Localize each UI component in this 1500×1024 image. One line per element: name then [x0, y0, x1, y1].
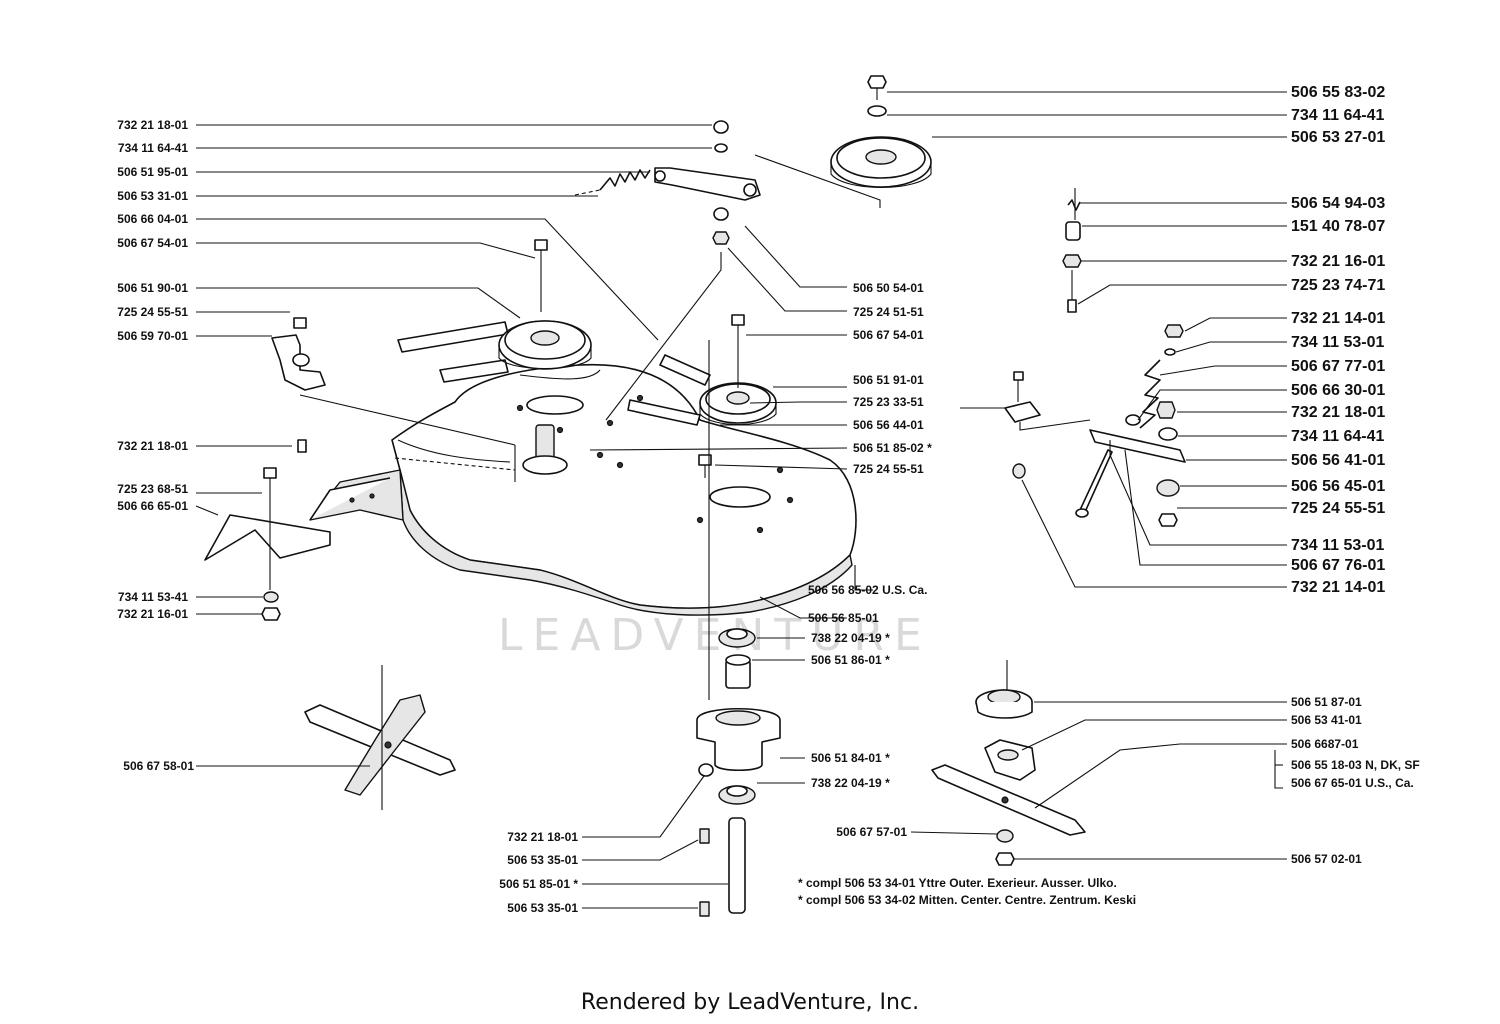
watermark-text: LEADVENTURE — [498, 610, 932, 661]
label-732-21-18-01-b: 732 21 18-01 — [117, 439, 188, 453]
label-506-67-77-01: 506 67 77-01 — [1291, 358, 1385, 375]
rendered-by-credit: Rendered by LeadVenture, Inc. — [580, 990, 920, 1015]
mower-deck — [309, 363, 857, 616]
label-506-67-54-01: 506 67 54-01 — [117, 236, 188, 250]
label-725-24-55-51-c: 725 24 55-51 — [1291, 500, 1385, 517]
label-732-21-16-01: 732 21 16-01 — [117, 607, 188, 621]
label-506-56-44-01: 506 56 44-01 — [853, 418, 924, 432]
label-725-23-68-51: 725 23 68-51 — [117, 482, 188, 496]
label-506-55-83-02: 506 55 83-02 — [1291, 84, 1385, 101]
label-506-51-90-01: 506 51 90-01 — [117, 281, 188, 295]
label-506-66-04-01: 506 66 04-01 — [117, 212, 188, 226]
label-506-51-85-02: 506 51 85-02 * — [853, 441, 932, 455]
label-506-6687-01: 506 6687-01 — [1291, 737, 1359, 751]
label-734-11-64-41-b: 734 11 64-41 — [1291, 107, 1385, 124]
label-506-59-70-01: 506 59 70-01 — [117, 329, 188, 343]
footnote-center: * compl 506 53 34-02 Mitten. Center. Cen… — [798, 893, 1136, 907]
label-738-22-04-19: 738 22 04-19 * — [811, 631, 890, 645]
label-506-55-18-03: 506 55 18-03 N, DK, SF — [1291, 758, 1420, 772]
label-732-21-14-01-b: 732 21 14-01 — [1291, 579, 1385, 596]
label-506-66-30-01: 506 66 30-01 — [1291, 382, 1385, 399]
left-deflector — [204, 439, 331, 621]
label-738-22-04-19-b: 738 22 04-19 * — [811, 776, 890, 790]
label-506-56-45-01: 506 56 45-01 — [1291, 478, 1385, 495]
label-506-53-41-01: 506 53 41-01 — [1291, 713, 1362, 727]
right-pulley — [699, 382, 777, 426]
label-506-51-95-01: 506 51 95-01 — [117, 165, 188, 179]
label-506-56-85-02: 506 56 85-02 U.S. Ca. — [808, 583, 927, 597]
right-blade — [931, 660, 1086, 866]
label-506-67-57-01: 506 67 57-01 — [836, 825, 907, 839]
label-506-51-84-01: 506 51 84-01 * — [811, 751, 890, 765]
label-506-67-58-01: 506 67 58-01 — [123, 759, 194, 773]
label-734-11-53-01: 734 11 53-01 — [1291, 334, 1385, 351]
label-732-21-18-01: 732 21 18-01 — [117, 118, 188, 132]
top-pulley — [830, 75, 932, 188]
label-506-56-85-01: 506 56 85-01 — [808, 611, 879, 625]
label-506-53-31-01: 506 53 31-01 — [117, 189, 188, 203]
label-151-40-78-07: 151 40 78-07 — [1291, 218, 1385, 235]
leader-lines — [195, 91, 1287, 909]
footnote-outer: * compl 506 53 34-01 Yttre Outer. Exerie… — [798, 876, 1117, 890]
pulley-bolts — [534, 239, 745, 478]
spindle-housing — [696, 340, 781, 917]
label-506-57-02-01: 506 57 02-01 — [1291, 852, 1362, 866]
drive-belt — [397, 321, 711, 426]
spindle-shaft — [514, 424, 568, 482]
label-734-11-64-41: 734 11 64-41 — [118, 141, 188, 155]
left-pulley — [498, 320, 592, 370]
label-506-67-76-01: 506 67 76-01 — [1291, 557, 1385, 574]
label-725-23-33-51: 725 23 33-51 — [853, 395, 924, 409]
label-506-51-91-01: 506 51 91-01 — [853, 373, 924, 387]
left-bracket — [271, 317, 516, 446]
label-734-11-64-41-c: 734 11 64-41 — [1291, 428, 1385, 445]
label-732-21-18-01-c: 732 21 18-01 — [507, 830, 578, 844]
label-506-53-27-01: 506 53 27-01 — [1291, 129, 1385, 146]
label-506-56-41-01: 506 56 41-01 — [1291, 452, 1385, 469]
label-725-24-55-51-b: 725 24 55-51 — [853, 462, 924, 476]
label-506-51-87-01: 506 51 87-01 — [1291, 695, 1362, 709]
belt-tensioner — [960, 188, 1186, 527]
idler-arm — [574, 120, 881, 421]
part-labels: 732 21 18-01 734 11 64-41 506 51 95-01 5… — [117, 84, 1419, 915]
label-506-51-85-01: 506 51 85-01 * — [499, 877, 578, 891]
label-734-11-53-41: 734 11 53-41 — [118, 590, 188, 604]
label-506-67-54-01-b: 506 67 54-01 — [853, 328, 924, 342]
label-506-50-54-01: 506 50 54-01 — [853, 281, 924, 295]
label-506-67-65-01: 506 67 65-01 U.S., Ca. — [1291, 776, 1414, 790]
label-506-53-35-01: 506 53 35-01 — [507, 853, 578, 867]
label-732-21-18-01-d: 732 21 18-01 — [1291, 404, 1385, 421]
label-506-54-94-03: 506 54 94-03 — [1291, 195, 1385, 212]
label-734-11-53-01-b: 734 11 53-01 — [1291, 537, 1385, 554]
label-725-24-51-51: 725 24 51-51 — [853, 305, 924, 319]
label-506-53-35-01-b: 506 53 35-01 — [507, 901, 578, 915]
label-725-24-55-51: 725 24 55-51 — [117, 305, 188, 319]
label-732-21-14-01: 732 21 14-01 — [1291, 310, 1385, 327]
label-732-21-16-01-b: 732 21 16-01 — [1291, 253, 1385, 270]
label-506-51-86-01: 506 51 86-01 * — [811, 653, 890, 667]
label-725-23-74-71: 725 23 74-71 — [1291, 277, 1385, 294]
left-blade — [304, 665, 456, 810]
label-506-66-65-01: 506 66 65-01 — [117, 499, 188, 513]
